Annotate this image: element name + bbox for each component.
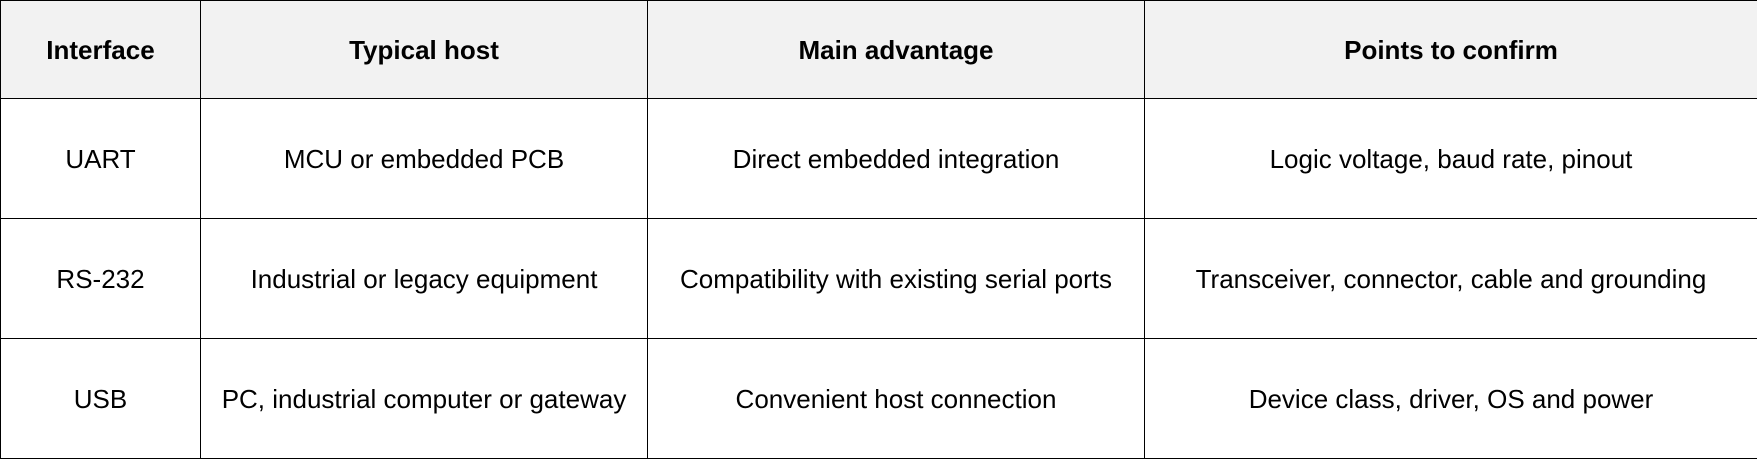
cell-main-advantage: Compatibility with existing serial ports [647,218,1145,339]
header-interface: Interface [0,0,201,99]
header-points-to-confirm: Points to confirm [1144,0,1757,99]
header-row: Interface Typical host Main advantage Po… [0,0,1757,99]
cell-points-to-confirm: Device class, driver, OS and power [1144,338,1757,459]
cell-interface: RS-232 [0,218,201,339]
table-header: Interface Typical host Main advantage Po… [0,0,1757,99]
table-row: USB PC, industrial computer or gateway C… [0,338,1757,459]
cell-interface: UART [0,98,201,219]
header-typical-host: Typical host [200,0,648,99]
header-main-advantage: Main advantage [647,0,1145,99]
cell-typical-host: PC, industrial computer or gateway [200,338,648,459]
cell-main-advantage: Convenient host connection [647,338,1145,459]
cell-interface: USB [0,338,201,459]
table-row: UART MCU or embedded PCB Direct embedded… [0,98,1757,219]
cell-main-advantage: Direct embedded integration [647,98,1145,219]
cell-typical-host: Industrial or legacy equipment [200,218,648,339]
cell-points-to-confirm: Transceiver, connector, cable and ground… [1144,218,1757,339]
table-body: UART MCU or embedded PCB Direct embedded… [0,98,1757,459]
cell-points-to-confirm: Logic voltage, baud rate, pinout [1144,98,1757,219]
cell-typical-host: MCU or embedded PCB [200,98,648,219]
table-row: RS-232 Industrial or legacy equipment Co… [0,218,1757,339]
